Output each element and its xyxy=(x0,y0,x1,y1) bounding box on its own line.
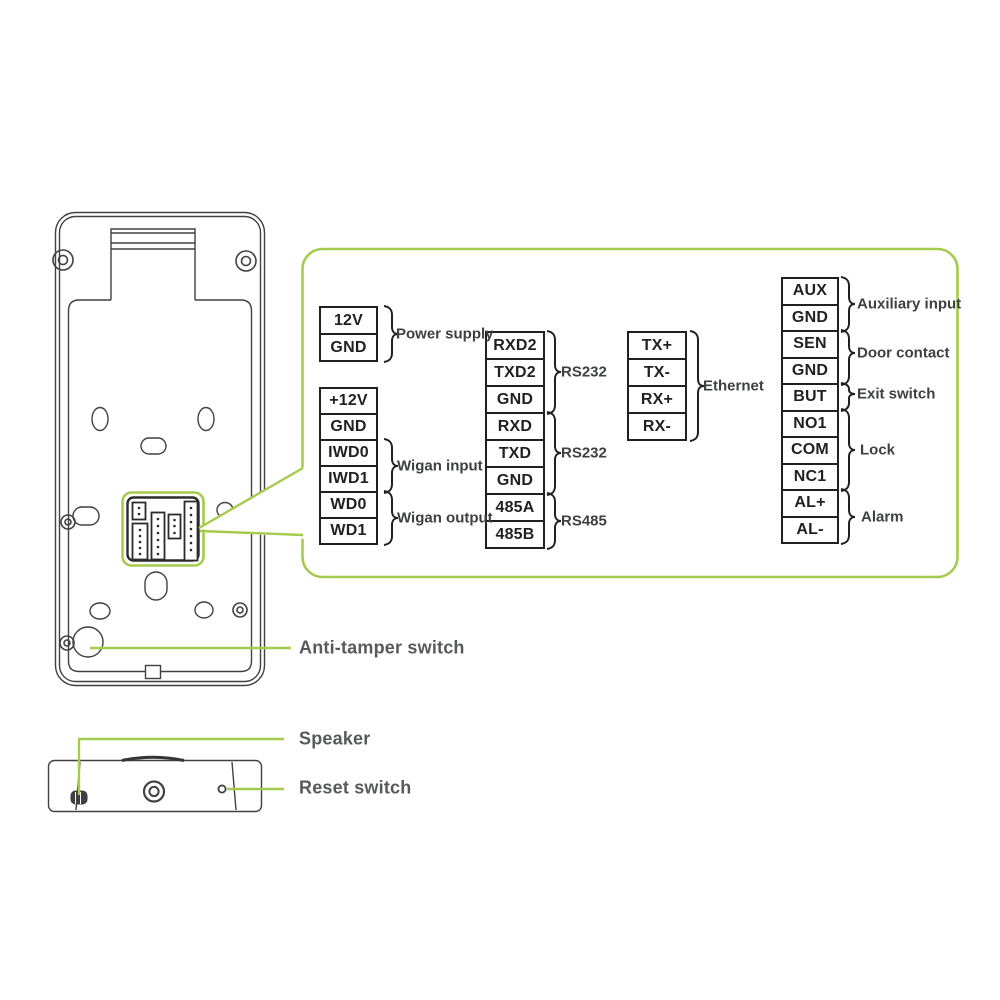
terminal: RXD2 xyxy=(485,331,545,360)
group-label-wigan-input: Wigan input xyxy=(397,457,483,475)
cable-channel xyxy=(110,228,196,300)
device-outer-shell xyxy=(54,211,266,687)
terminal: NC1 xyxy=(781,462,839,491)
terminal: AL+ xyxy=(781,489,839,518)
terminal: TX+ xyxy=(627,331,687,360)
terminal: AUX xyxy=(781,277,839,306)
speaker-leader-line xyxy=(77,737,284,795)
terminal-panel-frame xyxy=(301,247,959,579)
terminal: 485A xyxy=(485,493,545,522)
device-back-view xyxy=(52,211,266,687)
group-label-door-contact: Door contact xyxy=(857,344,950,362)
group-label-exit-switch: Exit switch xyxy=(857,385,936,403)
group-label-power-supply: Power supply xyxy=(396,325,494,343)
reset-hole xyxy=(217,784,227,794)
connector-callout-wedge xyxy=(198,466,306,539)
terminal: RXD xyxy=(485,412,545,441)
callout-reset-switch: Reset switch xyxy=(299,777,412,798)
terminal: GND xyxy=(319,413,378,441)
leader-lines xyxy=(77,646,291,795)
terminal: SEN xyxy=(781,330,839,359)
terminal: 12V xyxy=(319,306,378,335)
terminal: WD1 xyxy=(319,517,378,545)
terminal-group-power: 12V GND xyxy=(319,306,378,362)
terminal: AL- xyxy=(781,515,839,544)
group-label-ethernet: Ethernet xyxy=(703,377,764,395)
device-bottom-view xyxy=(47,755,263,813)
group-braces xyxy=(383,276,856,550)
mounting-screw-icon xyxy=(52,249,257,651)
terminal: GND xyxy=(485,466,545,495)
terminal: +12V xyxy=(319,387,378,415)
terminal: TXD2 xyxy=(485,358,545,387)
terminal: RX+ xyxy=(627,385,687,414)
terminal: TX- xyxy=(627,358,687,387)
mounting-holes xyxy=(72,406,234,680)
terminal-group-io: AUX GND SEN GND BUT NO1 COM NC1 AL+ AL- xyxy=(781,277,839,544)
terminal: GND xyxy=(319,333,378,362)
terminal: COM xyxy=(781,436,839,465)
group-label-auxiliary-input: Auxiliary input xyxy=(857,295,962,313)
group-label-rs232-b: RS232 xyxy=(561,444,607,462)
terminal: 485B xyxy=(485,520,545,549)
speaker xyxy=(70,790,88,805)
group-label-rs485: RS485 xyxy=(561,512,607,530)
terminal: WD0 xyxy=(319,491,378,519)
terminal: GND xyxy=(485,385,545,414)
terminal: TXD xyxy=(485,439,545,468)
group-label-alarm: Alarm xyxy=(861,508,904,526)
callout-speaker: Speaker xyxy=(299,728,371,749)
mounting-plate-outline xyxy=(67,299,253,673)
group-label-wigan-output: Wigan output xyxy=(397,509,493,527)
terminal: IWD1 xyxy=(319,465,378,493)
group-label-rs232-a: RS232 xyxy=(561,363,607,381)
terminal: BUT xyxy=(781,383,839,412)
terminal: GND xyxy=(781,303,839,332)
terminal: RX- xyxy=(627,412,687,441)
terminal-group-serial: RXD2 TXD2 GND RXD TXD GND 485A 485B xyxy=(485,331,545,549)
terminal-connector-block xyxy=(121,491,205,567)
camera-lens xyxy=(142,780,166,803)
anti-tamper-switch xyxy=(72,626,104,658)
group-label-lock: Lock xyxy=(860,441,896,459)
terminal: GND xyxy=(781,356,839,385)
terminal-group-wiegand: +12V GND IWD0 IWD1 WD0 WD1 xyxy=(319,387,378,545)
terminal: NO1 xyxy=(781,409,839,438)
terminal: IWD0 xyxy=(319,439,378,467)
device-inner-shell xyxy=(58,215,262,683)
callout-anti-tamper-switch: Anti-tamper switch xyxy=(299,637,465,658)
connector-pins xyxy=(137,506,193,556)
terminal-group-ethernet: TX+ TX- RX+ RX- xyxy=(627,331,687,441)
